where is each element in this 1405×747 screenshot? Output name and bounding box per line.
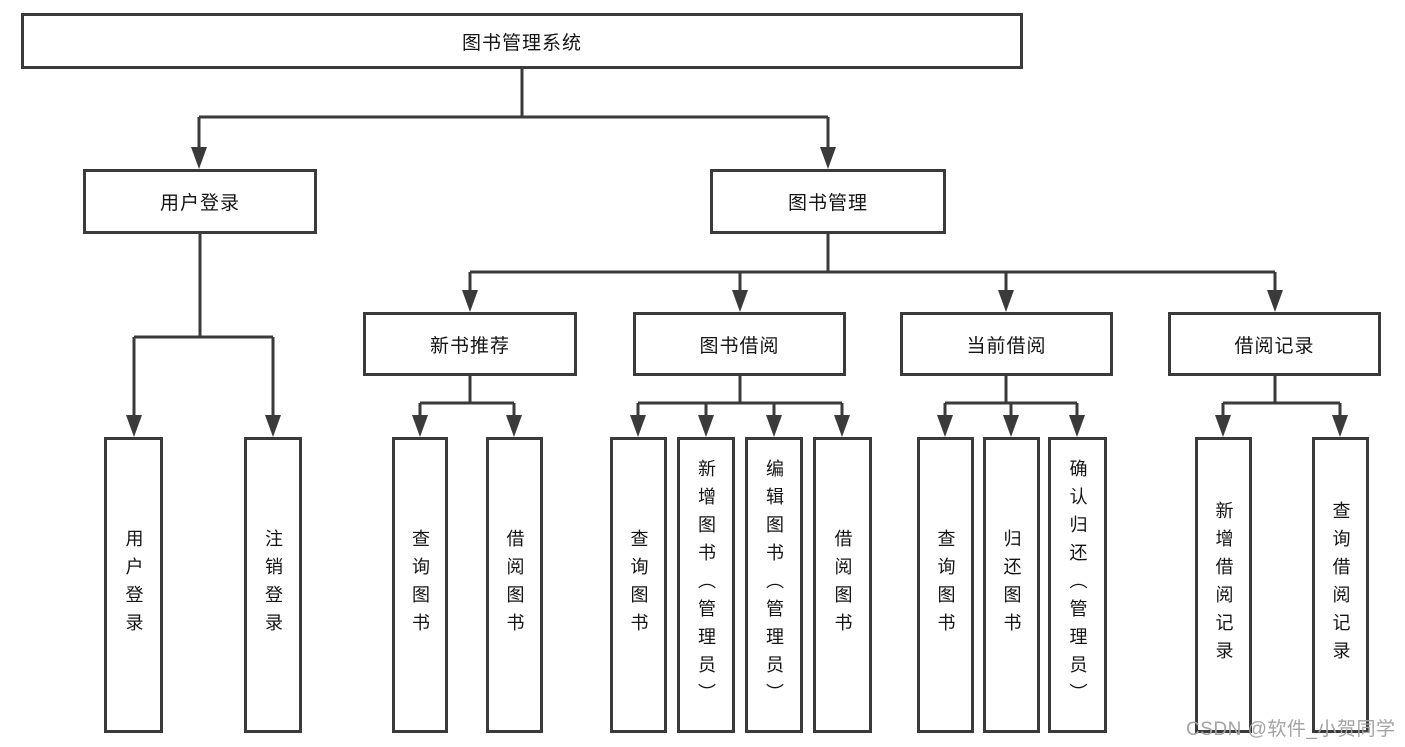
leaf-query-borrow-record: 查询借阅记录	[1312, 437, 1369, 733]
leaf-borrow-books: 借阅图书	[813, 437, 872, 733]
node-book-management: 图书管理	[710, 169, 946, 234]
leaf-return-books: 归还图书	[983, 437, 1040, 733]
leaf-logout: 注销登录	[244, 437, 302, 733]
leaf-add-borrow-record: 新增借阅记录	[1195, 437, 1252, 733]
node-user-login: 用户登录	[83, 169, 317, 234]
leaf-user-login: 用户登录	[104, 437, 163, 733]
csdn-watermark: CSDN @软件_小贺同学	[1186, 719, 1396, 740]
leaf-confirm-return-admin: 确认归还（管理员）	[1048, 437, 1107, 733]
node-borrow-records: 借阅记录	[1168, 312, 1381, 376]
leaf-query-books-current: 查询图书	[917, 437, 974, 733]
connector-paths	[132, 69, 1342, 418]
node-book-borrow: 图书借阅	[633, 312, 846, 376]
node-library-management-system: 图书管理系统	[21, 13, 1023, 69]
leaf-query-books-borrow: 查询图书	[610, 437, 667, 733]
node-current-borrow: 当前借阅	[900, 312, 1113, 376]
leaf-edit-books-admin: 编辑图书（管理员）	[745, 437, 803, 733]
node-new-book-recommend: 新书推荐	[363, 312, 577, 376]
leaf-query-books-recommend: 查询图书	[392, 437, 448, 733]
leaf-borrow-books-recommend: 借阅图书	[486, 437, 543, 733]
leaf-add-books-admin: 新增图书（管理员）	[677, 437, 735, 733]
arrowheads	[126, 147, 1348, 437]
